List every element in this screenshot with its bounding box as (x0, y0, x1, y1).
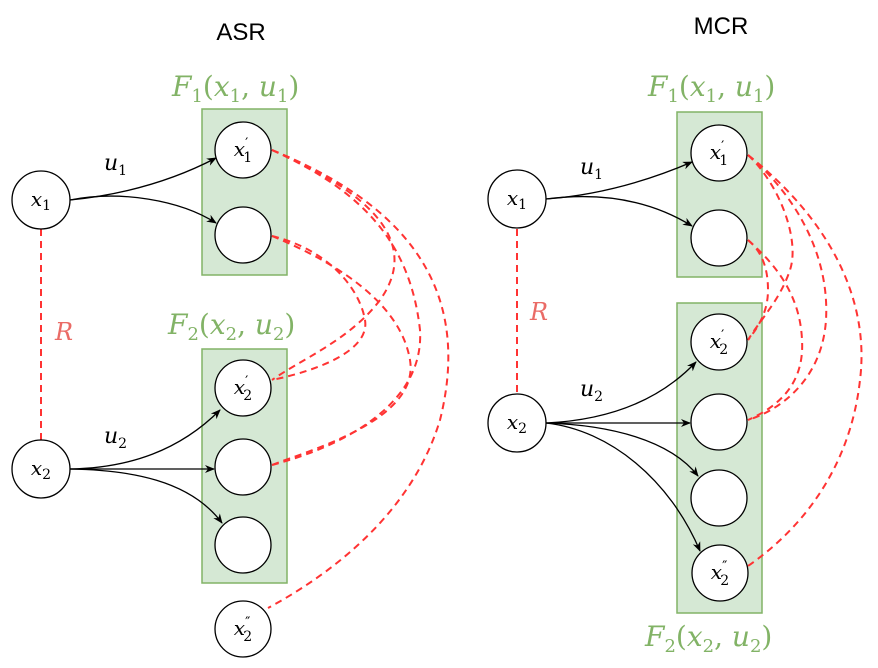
relation-curve (271, 235, 412, 466)
relation-curve (747, 154, 863, 567)
panel-title: ASR (216, 19, 265, 46)
edge-label-u2: u2 (580, 377, 603, 405)
transition-arrow (69, 468, 223, 524)
svg-text:x′2: x′2 (710, 328, 728, 358)
panel-title: MCR (694, 13, 749, 40)
group-label-f1: F1(x1, u1) (171, 70, 299, 107)
state-node-empty (214, 206, 272, 264)
state-node-x1: x1 (487, 169, 547, 229)
state-node-empty (214, 516, 272, 574)
state-node-x2: x2 (11, 439, 71, 499)
svg-text:x′2: x′2 (234, 374, 252, 404)
svg-text:x″2: x″2 (234, 615, 252, 645)
state-node-x1-prime: x′1 (214, 121, 272, 179)
state-node-x2: x2 (487, 393, 547, 453)
svg-text:x1: x1 (507, 186, 527, 213)
transition-arrow (545, 361, 697, 424)
svg-text:x′1: x′1 (234, 136, 252, 166)
state-node-empty (690, 209, 748, 267)
transition-arrow (69, 157, 217, 201)
transition-arrow (545, 195, 693, 227)
state-node-x2-prime: x′2 (214, 359, 272, 417)
state-node-empty (690, 469, 748, 527)
svg-text:x′1: x′1 (710, 139, 728, 169)
relation-curve (747, 154, 828, 421)
group-label-f2: F2(x2, u2) (644, 620, 772, 657)
transition-arrow (545, 422, 701, 552)
relation-curve (271, 149, 396, 381)
transition-arrow (69, 195, 217, 224)
edge-label-u1: u1 (104, 151, 127, 179)
relation-label: R (529, 298, 548, 326)
panel-asr: ASR F1(x1, u1) F2(x2, u2) R u1 u2 x1 (11, 19, 450, 658)
relation-curve (271, 149, 422, 466)
relation-curve (271, 235, 367, 381)
group-label-f1: F1(x1, u1) (647, 70, 775, 107)
state-node-x2-double-prime: x″2 (214, 600, 272, 658)
transition-arrow (69, 409, 221, 470)
state-node-x2-double-prime: x″2 (691, 544, 749, 602)
state-node-x1-prime: x′1 (690, 124, 748, 182)
state-node-empty (214, 438, 272, 496)
svg-text:x2: x2 (507, 410, 527, 437)
group-label-f2: F2(x2, u2) (167, 308, 295, 345)
svg-text:x2: x2 (31, 456, 51, 483)
panel-mcr: MCR F1(x1, u1) F2(x2, u2) R u1 u2 x1 (487, 13, 863, 657)
state-node-x1: x1 (11, 170, 71, 230)
transition-arrow (545, 161, 693, 200)
svg-text:x″2: x″2 (711, 559, 729, 589)
svg-text:x1: x1 (31, 187, 51, 214)
relation-curve (747, 239, 804, 421)
relation-curve (747, 239, 770, 341)
relation-label: R (54, 318, 73, 346)
edge-label-u1: u1 (580, 155, 603, 183)
edge-label-u2: u2 (104, 424, 127, 452)
state-node-x2-prime: x′2 (690, 313, 748, 371)
transition-arrow (545, 422, 699, 477)
relation-curve (267, 149, 450, 609)
state-node-empty (690, 393, 748, 451)
